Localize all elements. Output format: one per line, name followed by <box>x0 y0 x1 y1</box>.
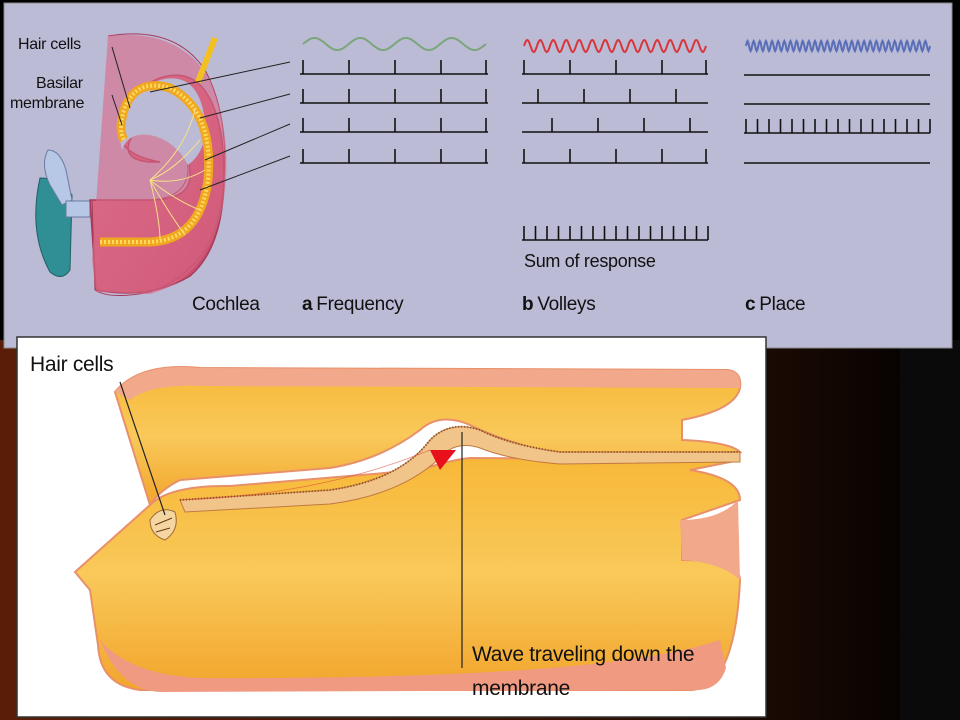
volleys-train-4 <box>522 149 708 164</box>
cochlea-illustration <box>89 33 227 296</box>
theory-b-name: Volleys <box>537 294 596 315</box>
sum-of-response-label: Sum of response <box>524 251 656 271</box>
frequency-train-3 <box>300 118 488 133</box>
basilar-tube-illustration <box>73 366 743 692</box>
sum-of-response-train <box>522 226 709 241</box>
place-wave <box>745 38 931 54</box>
frequency-train-2 <box>300 89 488 104</box>
ear-bones-illustration <box>35 149 91 277</box>
cochlea-label: Cochlea <box>192 294 260 315</box>
bottom-leader-lines <box>119 381 463 668</box>
theory-c-name: Place <box>759 294 806 315</box>
frequency-train-1 <box>300 60 488 75</box>
frequency-wave <box>302 37 487 51</box>
volleys-train-3 <box>522 118 708 133</box>
wave-caption-line1: Wave traveling down the <box>472 643 695 666</box>
spike-trains <box>300 60 931 241</box>
place-train-3 <box>744 119 931 134</box>
cochlea-leader-lines <box>111 46 291 191</box>
bottom-hair-cells-label: Hair cells <box>30 353 114 376</box>
theory-a-name: Frequency <box>316 294 404 315</box>
frequency-train-4 <box>300 149 488 164</box>
hair-cells-label: Hair cells <box>18 36 81 53</box>
volleys-wave <box>523 38 707 54</box>
basilar-label-line1: Basilar <box>36 75 83 92</box>
basilar-label-line2: membrane <box>10 95 85 112</box>
theory-a-letter: a <box>302 294 313 315</box>
volleys-train-2 <box>522 89 708 104</box>
theory-c-letter: c <box>745 294 756 315</box>
wave-direction-arrow <box>430 450 456 470</box>
theory-b-letter: b <box>522 294 534 315</box>
volleys-train-1 <box>522 60 708 75</box>
wave-caption-line2: membrane <box>472 677 570 700</box>
